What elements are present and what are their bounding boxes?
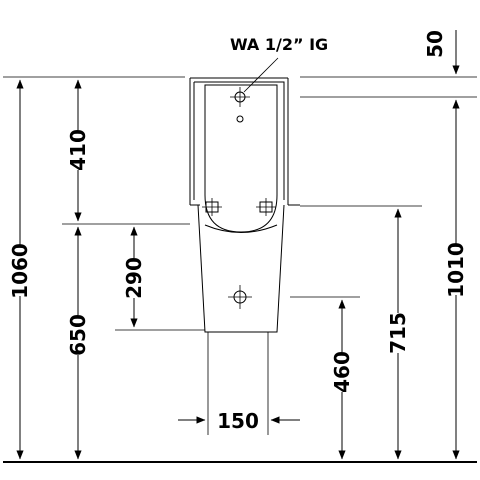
dim-top-offset: 50 [423, 30, 447, 58]
fixing-point-left [202, 198, 222, 216]
dim-lower-height: 650 [66, 314, 90, 356]
dim-mask [124, 258, 144, 298]
drain-outlet-symbol [228, 285, 252, 309]
water-inlet-symbol [230, 87, 250, 123]
fixing-point-right [256, 198, 276, 216]
dim-mask [388, 313, 408, 353]
dim-inlet-height: 715 [386, 312, 410, 354]
connection-label: WA 1/2” IG [230, 35, 328, 54]
dim-mid-height: 290 [122, 257, 146, 299]
dim-width-center: 150 [217, 409, 259, 433]
extension-lines [3, 76, 477, 435]
dim-total-height: 1060 [8, 243, 32, 299]
dim-mask [10, 246, 30, 296]
dim-right-height: 1010 [444, 242, 468, 298]
urinal-outline [189, 77, 300, 333]
dim-top-section: 410 [66, 129, 90, 171]
label-leader [243, 57, 279, 93]
dim-outlet-height: 460 [330, 351, 354, 393]
dim-mask [68, 315, 88, 355]
dim-mask [68, 130, 88, 170]
dim-lines [16, 30, 460, 460]
dim-mask [332, 352, 352, 392]
dim-mask [446, 245, 466, 295]
